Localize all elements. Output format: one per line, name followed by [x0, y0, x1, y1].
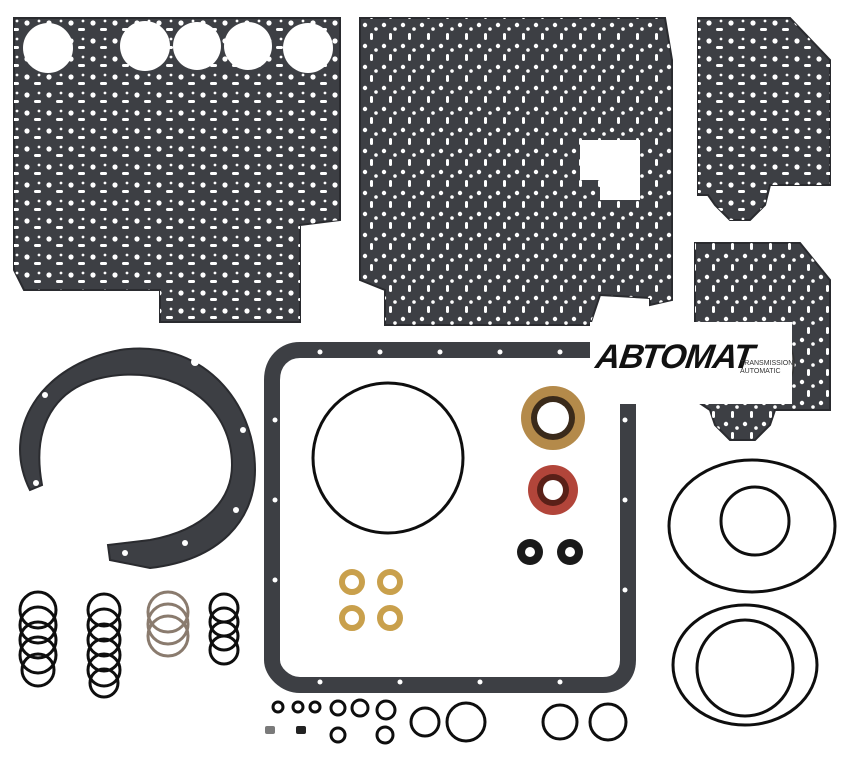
sealing-ring-stacks	[18, 590, 240, 699]
logo-sub-text: TRANSMISSION AUTOMATIC	[740, 360, 793, 376]
valve-body-gasket-center	[359, 17, 673, 326]
lip-seal-tan	[521, 386, 585, 450]
copper-sealing-washers	[339, 569, 403, 631]
teflon-sealing-rings	[146, 590, 190, 658]
right-o-rings	[667, 458, 837, 727]
brand-logo: АВТОМАТ TRANSMISSION AUTOMATIC	[590, 322, 793, 404]
separator-plate-gasket-top	[697, 17, 831, 221]
logo-main-text: АВТОМАТ	[593, 338, 756, 376]
small-rubber-seals	[517, 539, 583, 565]
small-o-rings	[271, 698, 628, 745]
large-o-ring	[311, 381, 465, 535]
logo-sub-text-line-2: AUTOMATIC	[740, 368, 781, 375]
lip-seal-red	[528, 465, 578, 515]
extension-housing-gasket	[19, 347, 257, 570]
check-balls-and-pins	[265, 726, 306, 734]
valve-body-gasket-left	[13, 17, 341, 323]
logo-sub-text-line-1: TRANSMISSION	[740, 360, 794, 367]
